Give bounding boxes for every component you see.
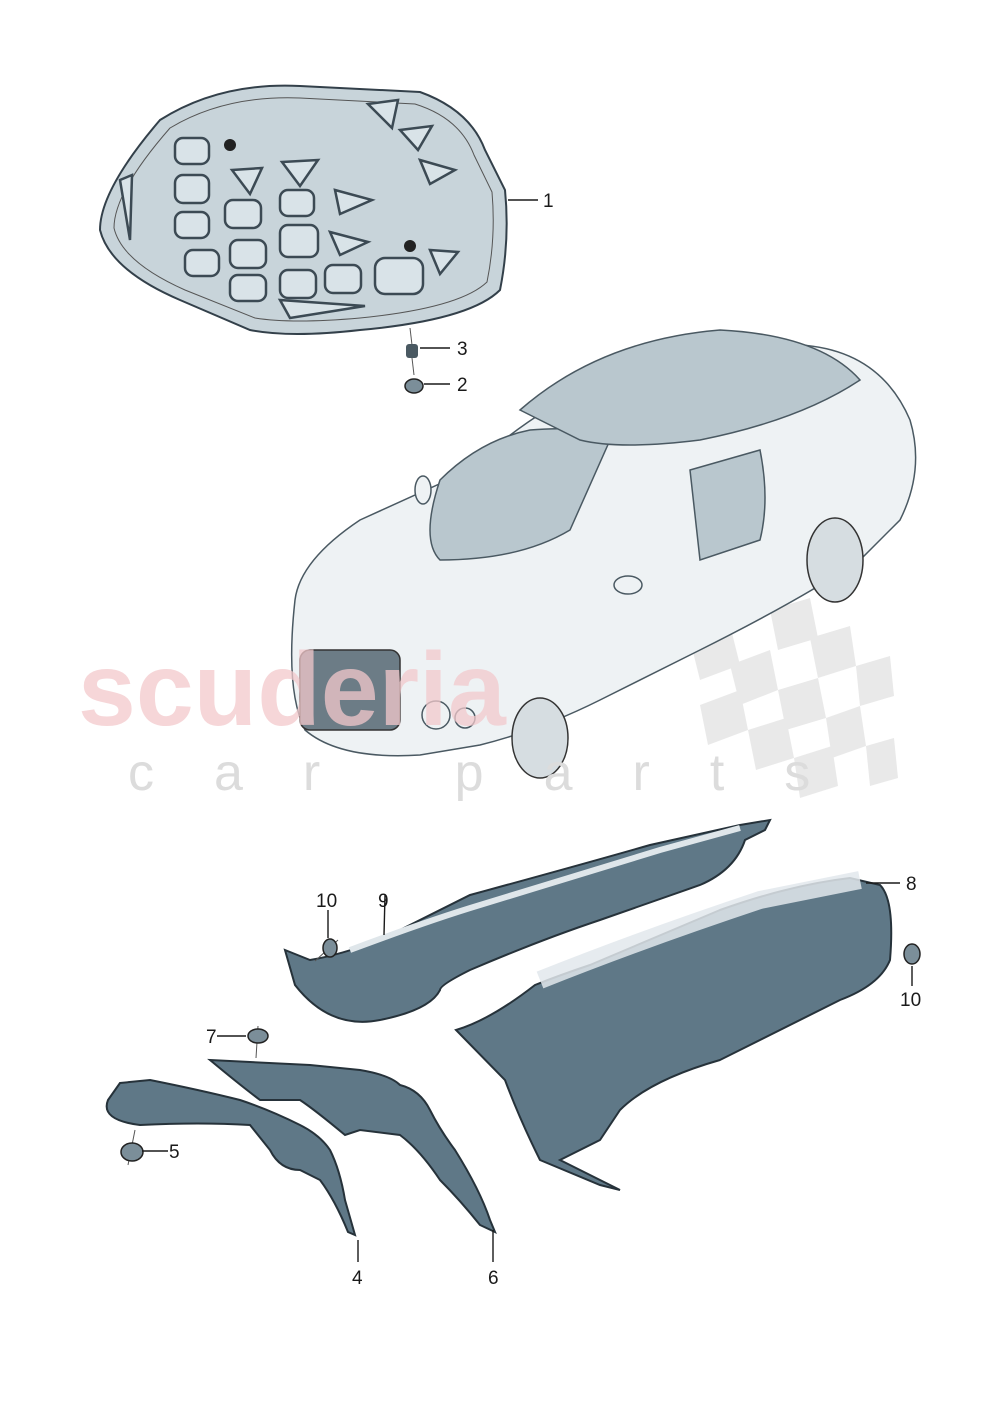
- part-10-clip-right: [903, 943, 921, 965]
- headlight: [421, 700, 451, 730]
- part-8-bulkhead-insulation: [454, 871, 893, 1191]
- callout-6: 6: [488, 1268, 499, 1289]
- headlight: [454, 707, 476, 729]
- grille: [299, 649, 401, 731]
- part-6-insulation: [207, 1058, 497, 1234]
- callout-9: 9: [378, 891, 389, 912]
- callout-3: 3: [457, 339, 468, 360]
- part-10-clip-left: [314, 938, 339, 962]
- part-1-hood-insulation: [98, 84, 508, 335]
- car-illustration: [290, 329, 917, 779]
- callout-2: 2: [457, 375, 468, 396]
- part-3-nut: [406, 327, 418, 358]
- front-wheel: [511, 697, 569, 779]
- part-5-clip: [120, 1129, 144, 1166]
- part-2-clip: [404, 357, 424, 394]
- part-9-insulation: [283, 818, 772, 1023]
- side-mirror: [613, 575, 643, 595]
- callout-8: 8: [906, 874, 917, 895]
- checker-flag-watermark: [690, 598, 898, 798]
- watermark-brand: scuderia: [78, 632, 507, 748]
- cutouts: [118, 98, 461, 320]
- callout-1: 1: [543, 191, 554, 212]
- callout-10-right: 10: [900, 990, 921, 1011]
- side-mirror: [414, 475, 432, 505]
- watermark-tagline: car parts: [128, 744, 870, 802]
- part-4-insulation: [105, 1078, 357, 1237]
- callout-10-left: 10: [316, 891, 337, 912]
- callout-5: 5: [169, 1142, 180, 1163]
- leader-lines: [142, 199, 913, 1262]
- rear-wheel: [806, 517, 864, 603]
- part-7-clip: [247, 1025, 269, 1059]
- callout-4: 4: [352, 1268, 363, 1289]
- callout-7: 7: [206, 1027, 217, 1048]
